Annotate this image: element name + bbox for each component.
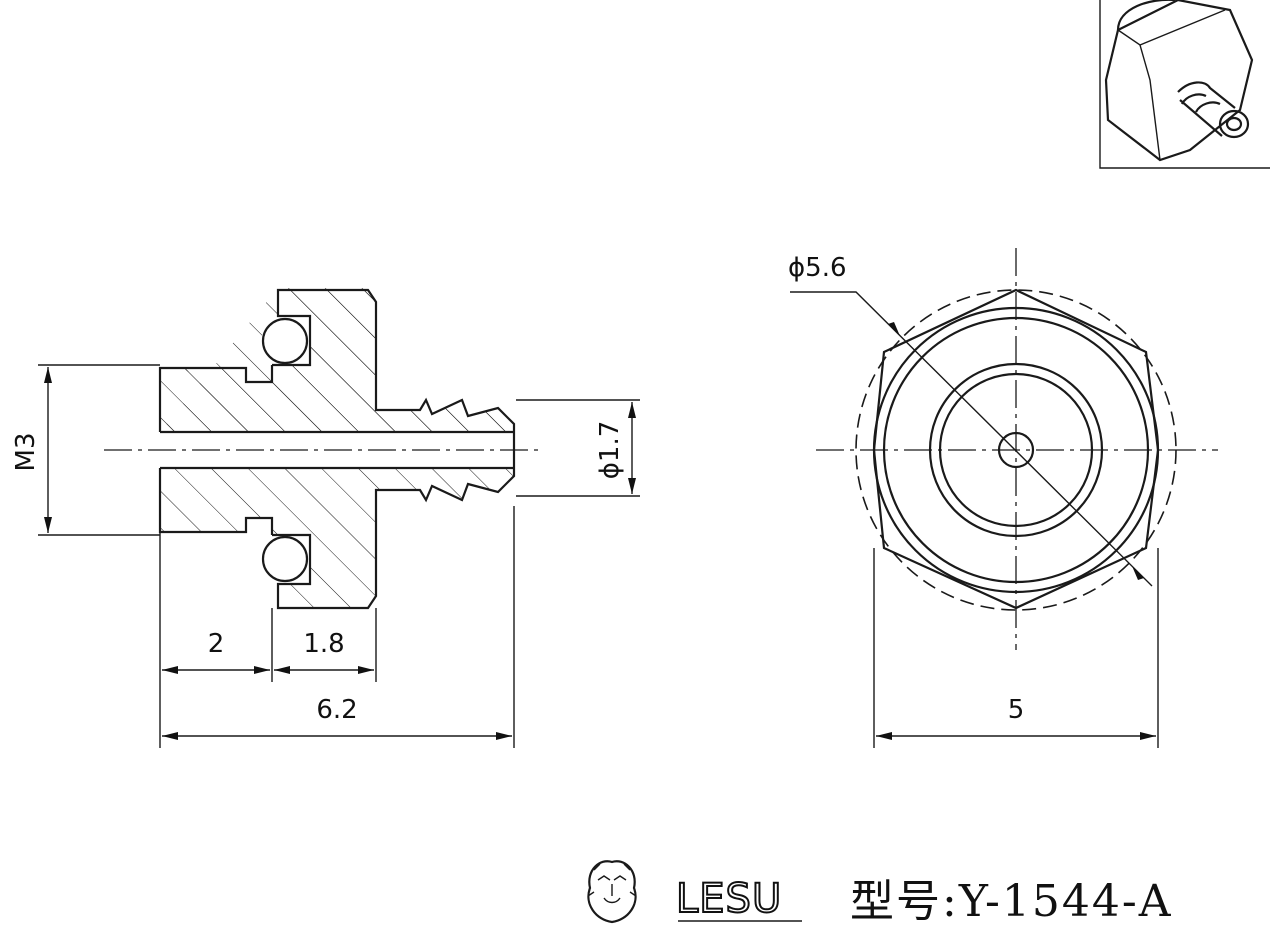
- dimension-bore-diameter: ϕ1.7: [516, 399, 640, 497]
- dimension-across-flats: 5: [873, 548, 1159, 748]
- dimension-outer-diameter: ϕ5.6: [788, 253, 1153, 587]
- isometric-thumbnail: [1099, 0, 1270, 169]
- model-number-label: 型号:Y-1544-A: [850, 876, 1173, 926]
- section-view: [104, 288, 540, 610]
- dimension-seg-2: 1.8: [274, 629, 374, 674]
- title-block: LESU 型号:Y-1544-A: [587, 860, 1173, 926]
- dimension-across-flats-label: 5: [1008, 695, 1025, 725]
- dimension-seg-1: 2: [162, 629, 270, 674]
- dimension-overall-length: 6.2: [162, 695, 512, 740]
- brand-logo-text: LESU: [676, 876, 782, 922]
- dimension-overall-label: 6.2: [316, 695, 357, 725]
- dimension-outer-label: ϕ5.6: [788, 253, 847, 283]
- dimension-seg-1-label: 2: [208, 629, 225, 659]
- dimension-thread: M3: [11, 364, 160, 536]
- dimension-thread-label: M3: [11, 433, 41, 472]
- front-view: [816, 248, 1218, 650]
- lion-logo-icon: [587, 860, 637, 924]
- dimension-seg-2-label: 1.8: [303, 629, 344, 659]
- dimension-bore-label: ϕ1.7: [595, 421, 625, 480]
